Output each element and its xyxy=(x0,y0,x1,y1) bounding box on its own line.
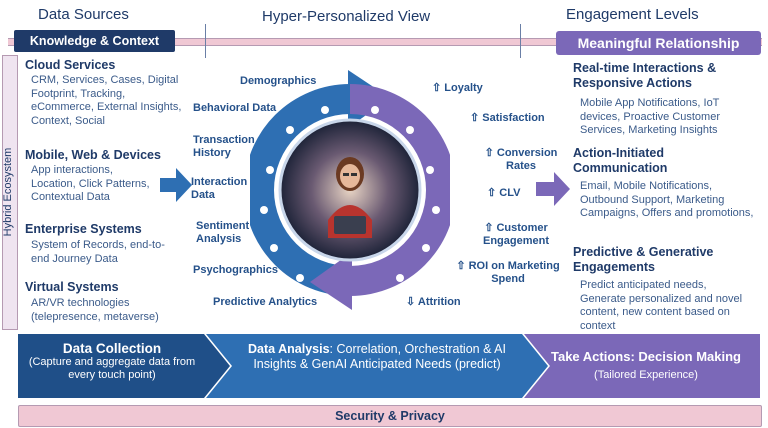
label-predictive-analytics: Predictive Analytics xyxy=(213,296,318,308)
security-bar: Security & Privacy xyxy=(18,405,762,427)
timeline-tick-1 xyxy=(205,24,206,58)
process-banner xyxy=(18,334,760,398)
meaningful-relationship-box: Meaningful Relationship xyxy=(556,31,761,55)
label-satisfaction: ⇧ Satisfaction xyxy=(470,112,545,124)
actions-title: Take Actions: Decision Making xyxy=(551,349,741,364)
collection-chevron xyxy=(18,334,230,398)
mobile-web-body: App interactions, Location, Click Patter… xyxy=(31,164,150,203)
cycle-diagram xyxy=(250,70,450,310)
action-body: Email, Mobile Notifications, Outbound Su… xyxy=(580,180,754,219)
label-loyalty: ⇧ Loyalty xyxy=(432,82,483,94)
actions-body: (Tailored Experience) xyxy=(594,369,698,381)
label-interaction-data: Interaction Data xyxy=(191,176,248,201)
meaningful-relationship-label: Meaningful Relationship xyxy=(577,35,740,51)
collection-title: Data Collection xyxy=(62,341,162,356)
data-sources-header: Data Sources xyxy=(38,6,129,23)
virtual-title: Virtual Systems xyxy=(25,280,119,294)
up-arrow-icon: ⇧ xyxy=(470,112,483,124)
label-psychographics: Psychographics xyxy=(193,264,278,276)
up-arrow-icon: ⇧ xyxy=(487,187,500,199)
realtime-body: Mobile App Notifications, IoT devices, P… xyxy=(580,97,720,136)
collection-body: (Capture and aggregate data from every t… xyxy=(28,356,196,381)
label-sentiment-analysis: Sentiment Analysis xyxy=(196,220,250,245)
blue-cycle-arc xyxy=(250,84,350,296)
analysis-block: Data Analysis: Correlation, Orchestratio… xyxy=(232,342,522,372)
analysis-title: Data Analysis xyxy=(248,342,330,356)
timeline-tick-2 xyxy=(520,24,521,58)
label-clv: ⇧ CLV xyxy=(487,187,521,199)
enterprise-body: System of Records, end-to-end Journey Da… xyxy=(31,239,165,265)
hybrid-ecosystem-label: Hybrid Ecosystem xyxy=(2,147,14,237)
knowledge-context-label: Knowledge & Context xyxy=(29,34,160,48)
inflow-arrow-icon xyxy=(160,168,192,202)
enterprise-title: Enterprise Systems xyxy=(25,222,142,236)
label-behavioral-data: Behavioral Data xyxy=(193,102,277,114)
hybrid-ecosystem-bar xyxy=(2,55,18,330)
up-arrow-icon: ⇧ xyxy=(456,260,469,272)
up-arrow-icon: ⇧ xyxy=(484,147,497,159)
up-arrow-icon: ⇧ xyxy=(484,222,497,234)
actions-block: Take Actions: Decision Making (Tailored … xyxy=(546,349,746,383)
label-roi: ⇧ ROI on Marketing Spend xyxy=(456,260,560,285)
predictive-title: Predictive & Generative Engagements xyxy=(573,245,714,274)
cloud-services-title: Cloud Services xyxy=(25,58,116,72)
analysis-body: : Correlation, Orchestration & AI Insigh… xyxy=(253,342,506,371)
purple-arc-arrowhead xyxy=(310,252,352,310)
label-attrition: ⇩ Attrition xyxy=(406,296,461,308)
top-timeline-bar xyxy=(8,38,762,46)
collection-block: Data Collection (Capture and aggregate d… xyxy=(22,341,202,382)
knowledge-context-box: Knowledge & Context xyxy=(14,30,175,52)
hyper-view-header: Hyper-Personalized View xyxy=(262,8,431,25)
down-arrow-icon: ⇩ xyxy=(406,296,418,308)
analysis-chevron xyxy=(206,334,548,398)
security-label: Security & Privacy xyxy=(335,409,445,423)
label-transaction-history: Transaction History xyxy=(193,134,255,159)
label-conversion-rates: ⇧ Conversion Rates xyxy=(484,147,558,172)
mobile-web-title: Mobile, Web & Devices xyxy=(25,148,161,162)
engagement-levels-header: Engagement Levels xyxy=(566,6,699,23)
person-figure xyxy=(328,157,372,238)
purple-cycle-arc xyxy=(350,84,450,296)
up-arrow-icon: ⇧ xyxy=(432,82,445,94)
predictive-body: Predict anticipated needs, Generate pers… xyxy=(580,279,743,332)
arc-dots xyxy=(260,106,440,282)
cloud-services-body: CRM, Services, Cases, Digital Footprint,… xyxy=(31,74,182,127)
actions-chevron xyxy=(524,334,760,398)
label-demographics: Demographics xyxy=(240,75,317,87)
virtual-body: AR/VR technologies (telepresence, metave… xyxy=(31,297,159,323)
action-title: Action-Initiated Communication xyxy=(573,146,668,175)
outflow-arrow-icon xyxy=(536,172,570,206)
realtime-title: Real-time Interactions & Responsive Acti… xyxy=(573,61,717,90)
label-customer-engagement: ⇧ Customer Engagement xyxy=(482,222,549,247)
